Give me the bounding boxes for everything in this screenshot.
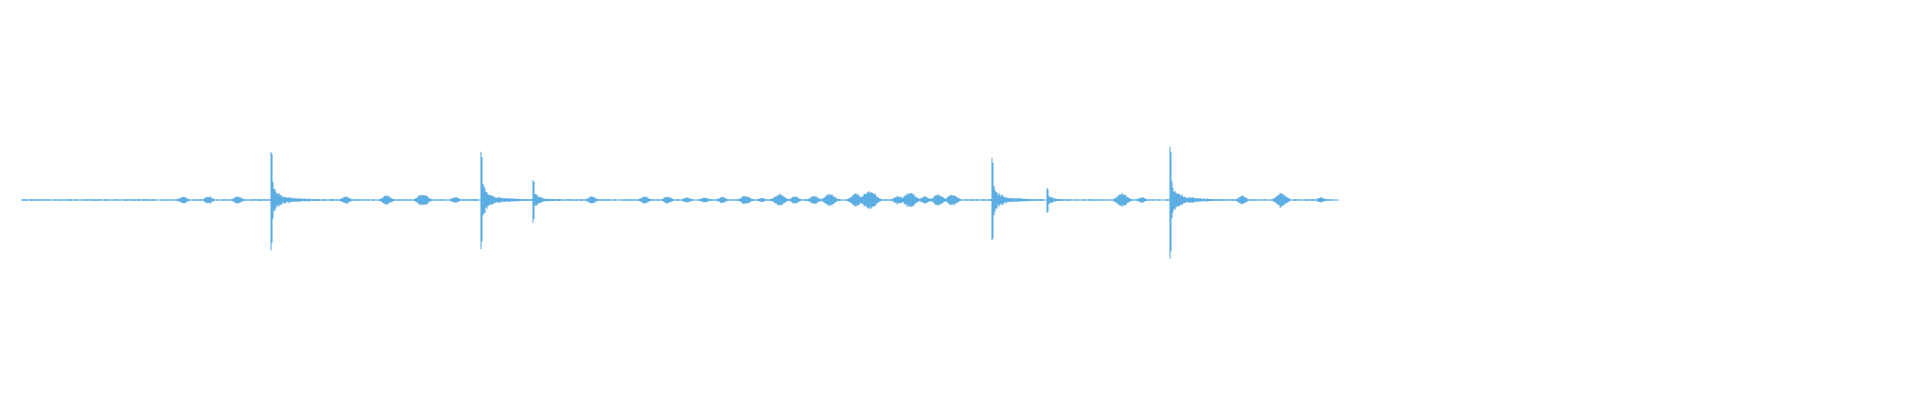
waveform-trace — [21, 146, 1339, 259]
